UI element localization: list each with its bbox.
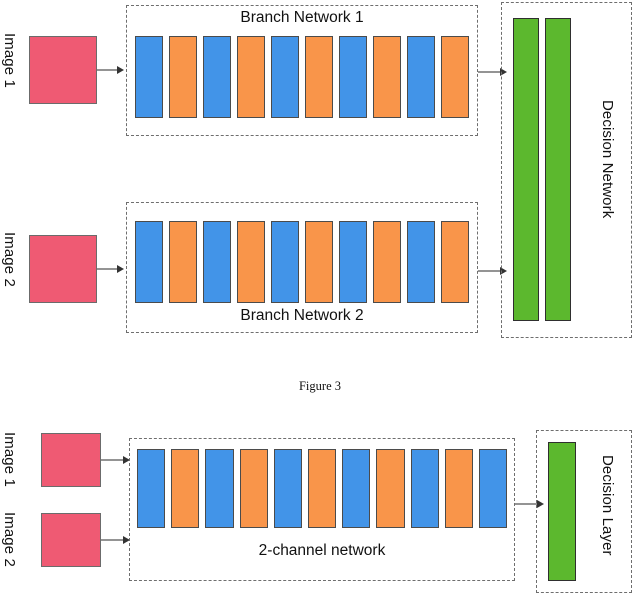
layer-bar: [271, 221, 299, 303]
branch-network-1-group: [126, 5, 478, 136]
branch-network-2-group: [126, 202, 478, 333]
layer-bar: [407, 36, 435, 118]
layer-bar: [342, 449, 371, 528]
layer-bar: [169, 36, 197, 118]
layer-bar: [478, 449, 508, 528]
layer-bar: [239, 449, 268, 528]
branch-network-2-label: Branch Network 2: [240, 307, 364, 324]
branch-network-1-layers: [135, 36, 469, 118]
top-input-2-label: Image 2: [1, 232, 18, 287]
decision-layer-label: Decision Layer: [599, 455, 616, 556]
layer-bar: [410, 449, 439, 528]
top-diagram: Image 1 Branch Network 1 Image 2: [1, 2, 632, 338]
layer-bar: [203, 221, 231, 303]
decision-network-layers: [513, 18, 571, 321]
arrow-bottom-input1-to-network: [101, 456, 130, 464]
layer-bar: [376, 449, 405, 528]
bottom-input-2-label: Image 2: [1, 512, 18, 567]
arrow-network-to-decision-layer: [515, 500, 544, 508]
two-channel-network-label: 2-channel network: [258, 542, 386, 559]
layer-bar: [205, 449, 234, 528]
layer-bar: [407, 221, 435, 303]
two-channel-network-layers: [137, 449, 508, 528]
figure-caption-row: Figure 3: [0, 379, 640, 394]
decision-layer-layers: [548, 442, 576, 581]
layer-bar: [271, 36, 299, 118]
layer-bar: [273, 449, 302, 528]
layer-bar: [373, 221, 401, 303]
decision-bar: [545, 18, 571, 321]
decision-network-group: [501, 2, 632, 338]
layer-bar: [305, 221, 333, 303]
layer-bar: [339, 36, 367, 118]
bottom-input-1-box: [41, 433, 101, 487]
layer-bar: [135, 221, 163, 303]
layer-bar: [307, 449, 337, 528]
top-input-2-box: [29, 235, 97, 303]
arrow-input1-to-branch1: [97, 66, 124, 74]
top-input-1-label: Image 1: [1, 33, 18, 88]
layer-bar: [135, 36, 163, 118]
layer-bar: [339, 221, 367, 303]
layer-bar: [373, 36, 401, 118]
layer-bar: [237, 221, 265, 303]
branch-network-2-layers: [135, 221, 469, 303]
layer-bar: [137, 449, 166, 528]
decision-network-label: Decision Network: [599, 100, 616, 219]
two-channel-network-group: [129, 438, 515, 581]
layer-bar: [169, 221, 197, 303]
branch-network-1-label: Branch Network 1: [240, 9, 364, 26]
layer-bar: [237, 36, 265, 118]
decision-bar: [513, 18, 539, 321]
top-input-1-box: [29, 36, 97, 104]
layer-bar: [441, 36, 469, 118]
layer-bar: [444, 449, 473, 528]
layer-bar: [441, 221, 469, 303]
arrow-bottom-input2-to-network: [101, 536, 130, 544]
bottom-diagram: Image 1 Image 2 2-channel network: [0, 418, 640, 593]
layer-bar: [305, 36, 333, 118]
layer-bar: [203, 36, 231, 118]
arrow-input2-to-branch2: [97, 265, 124, 273]
figure-caption: Figure 3: [298, 379, 341, 393]
layer-bar: [171, 449, 200, 528]
bottom-input-2-box: [41, 513, 101, 567]
bottom-input-1-label: Image 1: [1, 432, 18, 487]
decision-bar: [548, 442, 576, 581]
